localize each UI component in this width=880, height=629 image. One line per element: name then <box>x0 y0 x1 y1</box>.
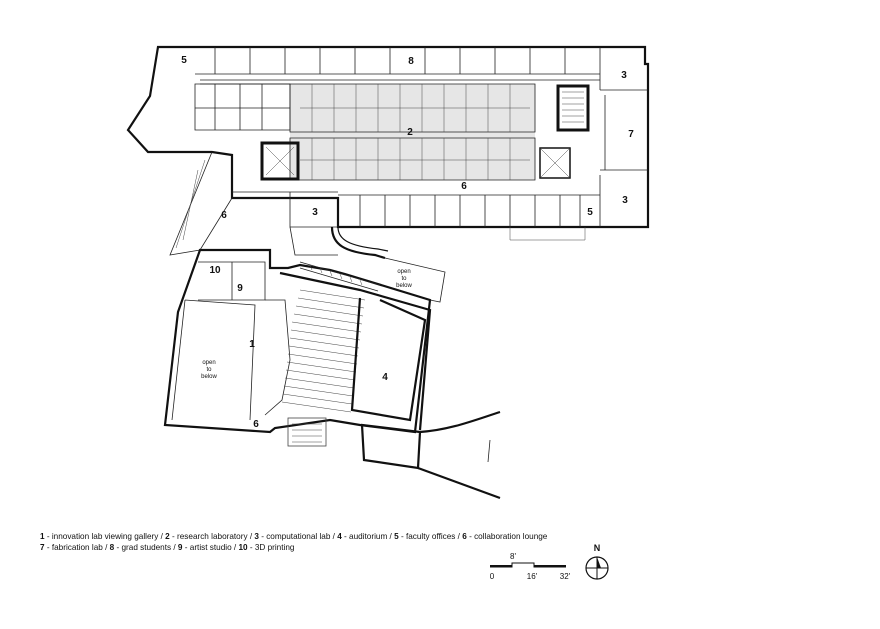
room-number-9: 9 <box>237 283 243 294</box>
room-number-6: 6 <box>253 419 259 430</box>
svg-text:16': 16' <box>527 572 538 581</box>
svg-text:open: open <box>397 269 410 275</box>
room-number-1: 1 <box>249 339 255 350</box>
svg-text:open: open <box>202 360 215 366</box>
open-to-below-note-upper: open to below <box>396 269 412 289</box>
legend-line-2: 7 - fabrication lab / 8 - grad students … <box>40 543 295 552</box>
room-number-10: 10 <box>209 265 221 276</box>
connector-wedge <box>169 151 389 260</box>
svg-text:8': 8' <box>510 552 516 561</box>
south-block <box>163 248 501 500</box>
legend-line-1: 1 - innovation lab viewing gallery / 2 -… <box>40 532 548 541</box>
svg-text:to: to <box>206 367 212 373</box>
room-number-5: 5 <box>587 207 593 218</box>
svg-text:below: below <box>201 374 217 380</box>
open-to-below-note-gallery: open to below <box>201 360 217 380</box>
room-number-2: 2 <box>407 127 413 138</box>
room-number-8: 8 <box>408 56 414 67</box>
scale-bar: 8' 0 16' 32' <box>490 552 571 581</box>
room-number-6: 6 <box>221 210 227 221</box>
svg-text:to: to <box>401 276 407 282</box>
room-number-5: 5 <box>181 55 187 66</box>
room-number-3: 3 <box>622 195 628 206</box>
room-number-3: 3 <box>312 207 318 218</box>
legend: 1 - innovation lab viewing gallery / 2 -… <box>40 531 547 553</box>
north-wing <box>126 45 650 241</box>
svg-text:N: N <box>594 543 601 553</box>
room-number-6: 6 <box>461 181 467 192</box>
svg-text:0: 0 <box>490 572 495 581</box>
room-number-3: 3 <box>621 70 627 81</box>
svg-text:32': 32' <box>560 572 571 581</box>
room-number-4: 4 <box>382 372 388 383</box>
room-number-7: 7 <box>628 129 634 140</box>
north-arrow-icon: N <box>585 543 609 580</box>
svg-text:below: below <box>396 283 412 289</box>
